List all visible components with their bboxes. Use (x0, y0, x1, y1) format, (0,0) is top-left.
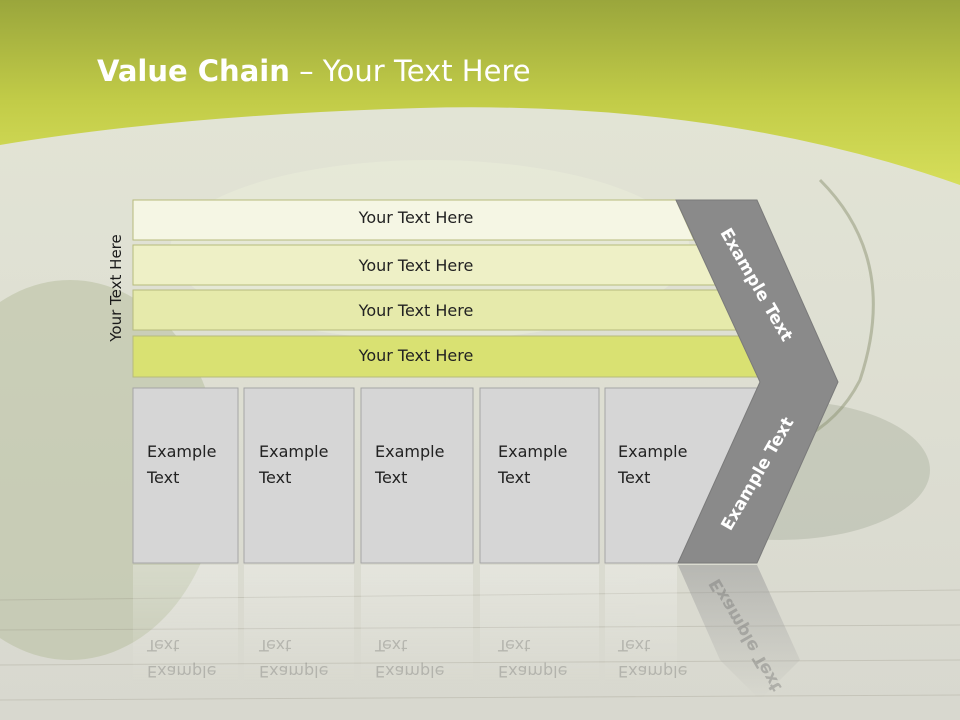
example-box-2 (243, 387, 355, 564)
example-box-3 (360, 387, 474, 564)
row-label-3: Your Text Here (358, 301, 474, 320)
page-title: Value Chain – Your Text Here (97, 54, 531, 88)
example-box-4 (479, 387, 600, 564)
header-band (0, 0, 960, 185)
row-label-4: Your Text Here (358, 346, 474, 365)
row-label-1: Your Text Here (358, 208, 474, 227)
row-label-2: Your Text Here (358, 256, 474, 275)
title-rest: – Your Text Here (289, 54, 531, 88)
example-box-1 (132, 387, 239, 564)
title-bold: Value Chain (97, 54, 290, 88)
vertical-label: Your Text Here (107, 234, 125, 342)
chevron-arrow (675, 199, 839, 564)
